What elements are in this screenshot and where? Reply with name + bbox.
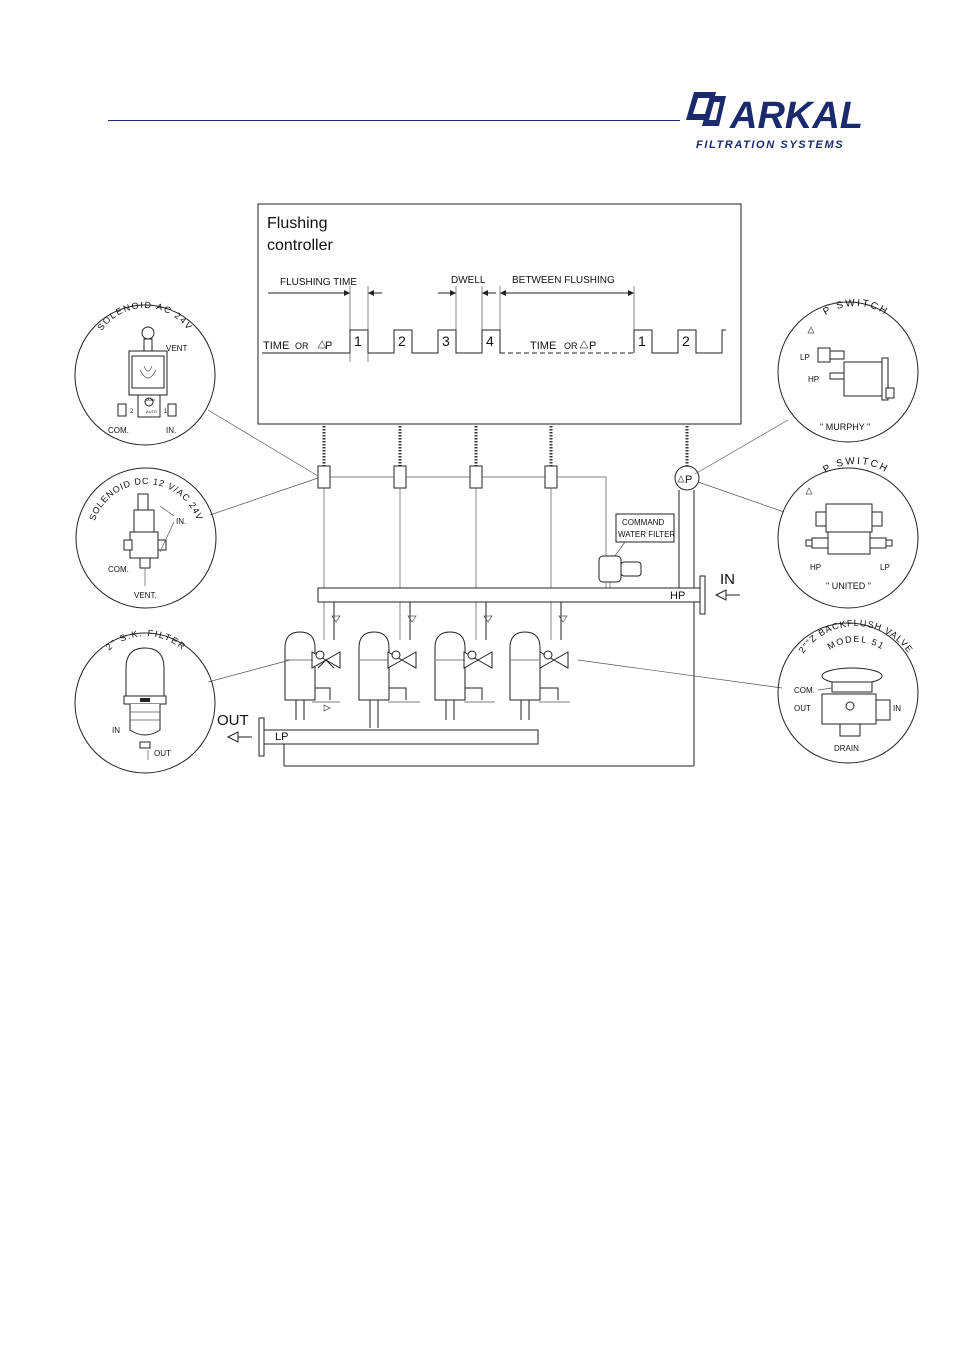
inlet-manifold: IN HP: [317, 571, 740, 640]
pulse-2: 2: [398, 333, 406, 349]
callout-solenoid-dc: SOLENOID DC 12 V/AC 24V IN. COM. VENT.: [75, 467, 217, 609]
leader-lines: [207, 409, 789, 689]
united-lp: LP: [880, 563, 890, 572]
svg-text:MODEL 51: MODEL 51: [826, 634, 887, 652]
backflush-in: IN: [893, 704, 901, 713]
pulse-6: 2: [682, 333, 690, 349]
filter-unit-3: [434, 631, 493, 720]
callout-sk-filter: 2" S.K. FILTER IN OUT: [74, 628, 216, 774]
pulse-5: 1: [638, 333, 646, 349]
brand-name: ARKAL: [729, 95, 863, 137]
delta-p-mid: P: [589, 340, 596, 352]
solenoid-dc-vent: VENT.: [134, 591, 157, 600]
dwell-label: DWELL: [451, 275, 486, 286]
murphy-caption: " MURPHY ": [820, 422, 870, 432]
time-label-left: TIME: [263, 340, 289, 352]
solenoid-dc-in: IN.: [176, 517, 186, 526]
callout-united-switch: P SWITCH HP LP " UNITED ": [777, 456, 919, 609]
controller-box: [257, 203, 742, 425]
dp-switch-symbol: P: [674, 465, 700, 766]
controller-cables: [322, 426, 689, 466]
vent-port-icon: [141, 326, 155, 340]
time-label-mid: TIME: [530, 340, 556, 352]
command-filter-label2: WATER FILTER: [618, 530, 675, 539]
controller-title-line1: Flushing: [267, 215, 327, 232]
arkal-emblem-icon: [686, 92, 726, 126]
solenoid-bank: [317, 465, 607, 640]
filter-unit-1: [284, 631, 341, 720]
solenoid-ac-vent: VENT: [166, 344, 187, 353]
solenoid-1: [317, 465, 331, 489]
callout-murphy-switch: P SWITCH LP HP " MURPHY ": [777, 298, 919, 443]
backflush-title-line2: MODEL 51: [826, 634, 885, 652]
flushing-controller: Flushing controller FLUSHING TIME DWELL …: [257, 203, 742, 425]
solenoid-ac-com: COM.: [108, 426, 129, 435]
sk-filter-in: IN: [112, 726, 120, 735]
command-filter-label1: COMMAND: [622, 518, 664, 527]
solenoid-3: [469, 465, 483, 489]
lp-label: LP: [275, 731, 288, 743]
pulse-4: 4: [486, 333, 494, 349]
command-water-filter: COMMAND WATER FILTER: [598, 513, 675, 596]
switch-housing-icon: [825, 503, 873, 533]
solenoid-dc-coil-icon: [133, 509, 155, 533]
pulse-3: 3: [442, 333, 450, 349]
inlet-label: IN: [720, 571, 735, 588]
controller-title-line2: controller: [267, 237, 333, 254]
or-label-mid: OR: [564, 341, 578, 351]
brand-tagline: FILTRATION SYSTEMS: [696, 139, 844, 151]
delta-icon: [807, 326, 815, 334]
sk-filter-out: OUT: [154, 749, 171, 758]
outlet-manifold: OUT LP: [217, 712, 694, 767]
header-rule: [108, 120, 680, 121]
pulse-1: 1: [354, 333, 362, 349]
hp-label: HP: [670, 590, 685, 602]
solenoid-ac-in: IN.: [166, 426, 176, 435]
solenoid-4: [544, 465, 558, 489]
solenoid-ac-man: MAN: [146, 397, 155, 402]
united-title: P SWITCH: [821, 456, 888, 476]
outlet-label: OUT: [217, 712, 249, 729]
callout-solenoid-ac: SOLENOID AC 24V VENT MAN AUTO 2 1 COM. I…: [74, 300, 216, 446]
solenoid-2: [393, 465, 407, 489]
delta-p-left: P: [325, 340, 332, 352]
svg-text:P SWITCH: P SWITCH: [821, 456, 890, 476]
solenoid-dc-com: COM.: [108, 565, 129, 574]
united-hp: HP: [810, 563, 821, 572]
murphy-title: P SWITCH: [821, 298, 888, 318]
arkal-logo: ARKAL FILTRATION SYSTEMS: [686, 92, 863, 151]
murphy-hp: HP: [808, 375, 819, 384]
backflush-drain: DRAIN: [834, 744, 859, 753]
solenoid-ac-port2: 2: [130, 409, 134, 415]
solenoid-ac-auto: AUTO: [146, 409, 157, 414]
callout-backflush-valve: 2""Z BACKFLUSH VALVE MODEL 51 COM. OUT I…: [777, 618, 919, 764]
flushing-time-label: FLUSHING TIME: [280, 277, 357, 288]
murphy-lp: LP: [800, 353, 810, 362]
delta-icon: [317, 340, 327, 349]
between-flushing-label: BETWEEN FLUSHING: [512, 275, 615, 286]
backflush-out: OUT: [794, 704, 811, 713]
svg-text:P SWITCH: P SWITCH: [821, 298, 890, 318]
delta-icon: [805, 487, 813, 495]
pressure-gauge-icon: [843, 361, 883, 397]
filter-unit-4: [509, 631, 569, 720]
backflush-com: COM.: [794, 686, 815, 695]
or-label-left: OR: [295, 341, 309, 351]
filter-battery: [284, 631, 570, 728]
dp-switch-label: P: [685, 474, 692, 486]
filter-housing-icon: [125, 647, 165, 697]
united-caption: " UNITED ": [826, 581, 871, 591]
delta-icon: [579, 340, 589, 349]
solenoid-ac-port1: 1: [164, 409, 168, 415]
filter-unit-2: [358, 631, 417, 728]
